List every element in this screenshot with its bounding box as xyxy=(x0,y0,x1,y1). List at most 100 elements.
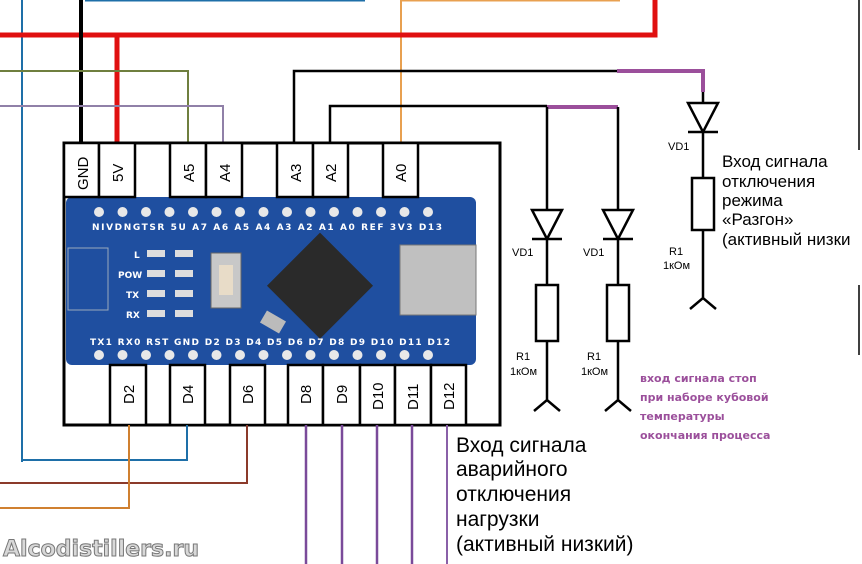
pin-pad xyxy=(117,207,128,217)
pin-pad xyxy=(305,350,316,360)
svg-text:R1: R1 xyxy=(669,246,683,258)
svg-text:VD1: VD1 xyxy=(668,141,689,153)
pin-pad xyxy=(329,350,339,360)
svg-text:аварийного: аварийного xyxy=(456,458,568,481)
resistor-icon xyxy=(690,176,716,232)
pin-a5: A5 xyxy=(181,164,198,182)
pin-d11: D11 xyxy=(405,384,422,410)
pin-pad xyxy=(305,207,316,217)
leds xyxy=(147,250,193,317)
pin-pad xyxy=(423,350,433,360)
svg-text:(активный низкий): (активный низкий) xyxy=(456,533,633,556)
diode-icon xyxy=(529,208,565,242)
pcb xyxy=(66,197,476,365)
resistor-icon xyxy=(605,283,631,343)
razgon-highlight xyxy=(617,69,705,92)
svg-text:вход сигнала стоп: вход сигнала стоп xyxy=(640,372,757,385)
svg-text:температуры: температуры xyxy=(640,410,725,423)
watermark-logo: Alcodistillers.ru xyxy=(3,537,199,562)
pin-a4: A4 xyxy=(217,164,234,182)
icsp-header xyxy=(67,247,109,311)
pin-pad xyxy=(399,207,410,217)
svg-text:L: L xyxy=(134,251,140,261)
pin-pad xyxy=(282,350,292,360)
reset-button xyxy=(210,252,242,309)
svg-text:отключения: отключения xyxy=(722,172,815,191)
pin-d2: D2 xyxy=(121,385,138,404)
pin-5v: 5V xyxy=(110,164,127,182)
svg-text:1кОм: 1кОм xyxy=(581,366,608,378)
crystal xyxy=(259,310,287,334)
pin-pad xyxy=(188,350,198,360)
svg-text:окончания процесса: окончания процесса xyxy=(640,429,770,442)
emergency-label: Вход сигнала аварийного отключения нагру… xyxy=(456,434,633,556)
pin-gnd: GND xyxy=(75,157,92,191)
pin-pad xyxy=(94,207,104,217)
led-labels: L POW TX RX xyxy=(118,251,142,321)
pcb-pads xyxy=(94,207,433,360)
pin-a2: A2 xyxy=(323,164,340,182)
svg-text:при наборе кубовой: при наборе кубовой xyxy=(640,391,769,404)
blue-wire xyxy=(21,0,365,462)
svg-text:POW: POW xyxy=(118,271,142,281)
pin-pad xyxy=(352,350,363,360)
pin-pad xyxy=(423,207,433,217)
svg-text:1кОм: 1кОм xyxy=(510,366,537,378)
svg-text:Вход сигнала: Вход сигнала xyxy=(456,434,587,457)
pin-pad xyxy=(399,350,410,360)
branch-stop-1 xyxy=(529,107,565,412)
d4-blue-wire xyxy=(22,425,188,461)
pin-pad xyxy=(211,207,222,217)
branch-stop-2 xyxy=(600,107,636,412)
pin-pad xyxy=(235,350,245,360)
svg-text:1кОм: 1кОм xyxy=(663,260,690,272)
svg-text:TX: TX xyxy=(126,291,139,301)
a0-wire xyxy=(400,0,620,143)
bottom-wires xyxy=(0,425,448,564)
digital-wires xyxy=(304,425,414,564)
top-pin-labels: GND 5V A5 A4 A3 A2 A0 xyxy=(75,157,410,191)
svg-text:нагрузки: нагрузки xyxy=(456,508,539,531)
silk-top-labels: NIVDNGTSR 5U A7 A6 A5 A4 A3 A2 A1 A0 REF… xyxy=(92,223,442,233)
pin-d9: D9 xyxy=(334,385,351,404)
branch-razgon xyxy=(685,92,721,310)
component-labels: VD1 R1 1кОм VD1 R1 1кОм VD1 R1 1кОм xyxy=(510,141,690,378)
pin-pad xyxy=(376,350,386,360)
pin-pad xyxy=(352,207,363,217)
pin-pad xyxy=(188,207,198,217)
svg-text:R1: R1 xyxy=(516,351,530,363)
pin-pad xyxy=(141,207,151,217)
5v-bus xyxy=(0,0,658,143)
svg-text:(активный низки: (активный низки xyxy=(722,230,851,249)
resistor-icon xyxy=(534,283,560,343)
pin-pad xyxy=(258,207,269,217)
pin-pad xyxy=(258,350,269,360)
pin-pad xyxy=(235,207,245,217)
svg-text:RX: RX xyxy=(126,311,140,321)
pin-d4: D4 xyxy=(180,385,197,404)
arduino-nano: GND 5V A5 A4 A3 A2 A0 D2 D4 D6 D8 D9 D10… xyxy=(62,141,502,427)
bottom-pin-labels: D2 D4 D6 D8 D9 D10 D11 D12 xyxy=(121,382,458,410)
a2-wire xyxy=(328,104,547,143)
a3-wire xyxy=(292,69,617,143)
d6-brown-wire xyxy=(0,425,248,484)
svg-text:VD1: VD1 xyxy=(583,247,604,259)
svg-text:отключения: отключения xyxy=(456,483,571,506)
a4-wire xyxy=(0,105,224,143)
pin-pad xyxy=(164,207,175,217)
microcontroller-chip xyxy=(266,232,374,339)
svg-text:режима: режима xyxy=(722,191,783,210)
pin-d6: D6 xyxy=(240,385,257,404)
svg-text:Вход сигнала: Вход сигнала xyxy=(722,152,828,171)
d2-orange-wire xyxy=(0,425,130,509)
bottom-header xyxy=(108,363,468,427)
pin-pad xyxy=(141,350,151,360)
pin-pad xyxy=(376,207,386,217)
svg-text:«Разгон»: «Разгон» xyxy=(722,210,793,229)
pin-pad xyxy=(282,207,292,217)
pin-pad xyxy=(211,350,222,360)
pin-pad xyxy=(329,207,339,217)
pin-d8: D8 xyxy=(298,385,315,404)
stop-label: вход сигнала стоп при наборе кубовой тем… xyxy=(640,372,770,442)
